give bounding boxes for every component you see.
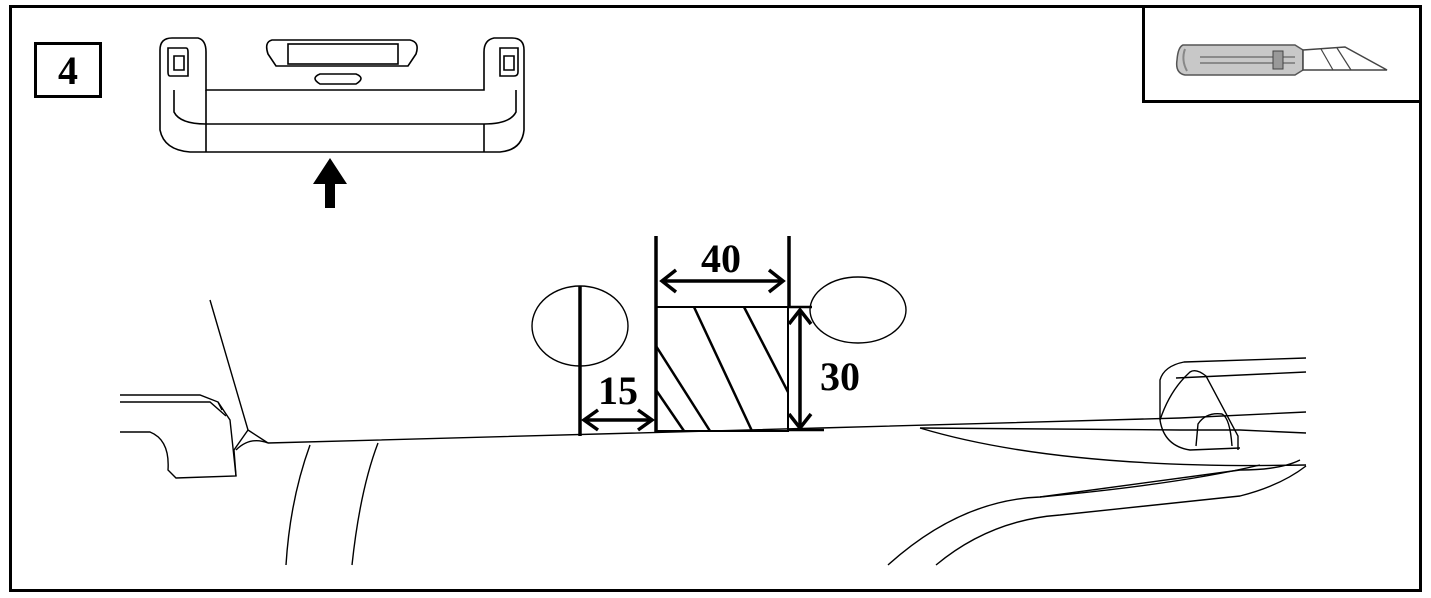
dimension-lines	[578, 236, 824, 436]
utility-knife-icon	[1175, 44, 1388, 76]
tool-box	[1142, 5, 1422, 103]
dimension-height-label: 30	[820, 354, 860, 399]
dimension-offset-label: 15	[598, 368, 638, 413]
step-number-box: 4	[34, 42, 102, 98]
dimension-width-label: 40	[701, 236, 741, 281]
cutout-hatched-area	[654, 306, 790, 432]
sensor-right-circle	[809, 276, 907, 344]
up-arrow-icon	[313, 158, 347, 208]
instruction-panel	[9, 5, 1422, 592]
step-number: 4	[58, 47, 78, 93]
bumper-overview-illustration	[159, 37, 525, 153]
bumper-closeup-illustration	[120, 276, 1307, 566]
